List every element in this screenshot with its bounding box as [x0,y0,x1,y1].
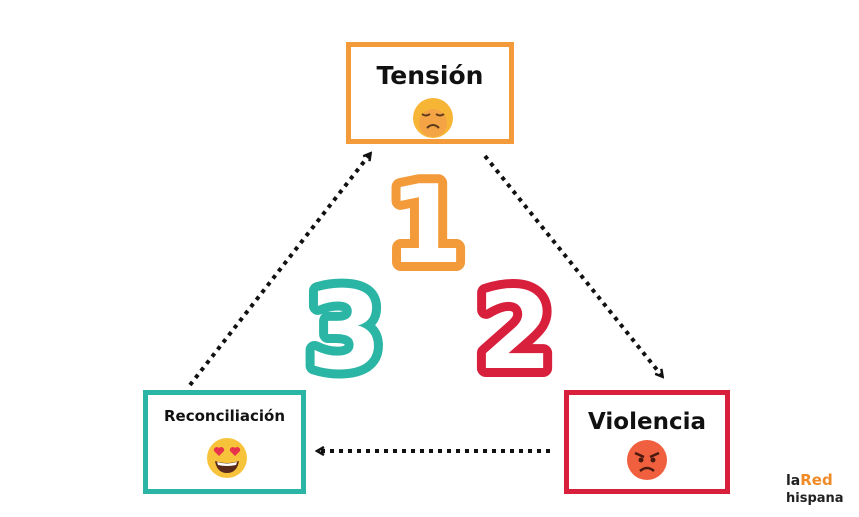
stage-label-reconciliation: Reconciliación [163,407,286,425]
stage-label-tension: Tensión [376,61,484,90]
logo-text-la: la [786,473,801,489]
weary-face-icon [413,98,453,138]
stage-box-tension: Tensión [346,42,514,144]
logo-text-hispana: hispana [786,491,844,506]
angry-face-icon [627,440,667,480]
logo-text-red: Red [800,471,833,489]
stage-label-violence: Violencia [588,409,706,435]
stage-number-2: 2 [477,269,552,394]
stage-box-reconciliation: Reconciliación [143,390,306,494]
arrow-reconciliation-to-tension [188,154,370,387]
heart-eyes-face-icon [207,438,247,478]
stage-box-violence: Violencia [564,390,730,494]
arrow-tension-to-violence [483,154,662,376]
la-red-hispana-logo: laRed hispana [786,471,850,507]
stage-number-3: 3 [307,269,382,394]
stage-number-1: 1 [388,163,463,288]
